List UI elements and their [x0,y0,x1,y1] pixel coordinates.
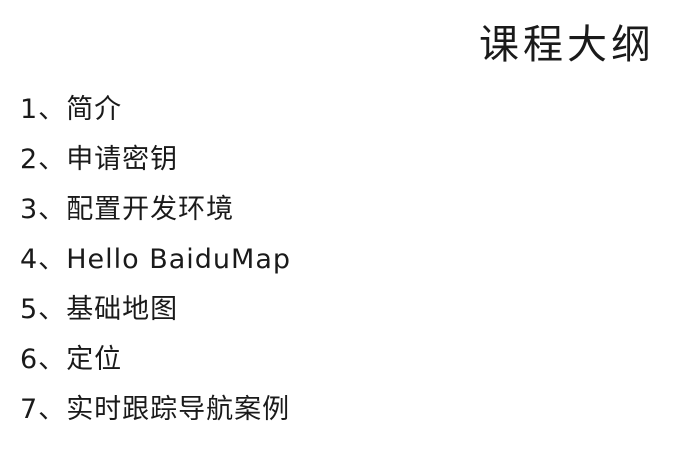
course-outline-list: 1、简介 2、申请密钥 3、配置开发环境 4、Hello BaiduMap 5、… [20,88,291,438]
outline-item-text: 申请密钥 [66,144,179,175]
outline-item-1: 1、简介 [20,88,291,138]
outline-item-6: 6、定位 [20,338,291,388]
outline-item-number: 4、 [20,244,67,275]
outline-item-number: 3、 [20,194,67,225]
slide-title: 课程大纲 [479,22,655,68]
outline-item-text: 实时跟踪导航案例 [66,394,291,425]
outline-item-number: 1、 [20,94,67,125]
outline-item-4: 4、Hello BaiduMap [20,238,291,288]
outline-item-number: 7、 [20,394,67,425]
outline-item-number: 6、 [20,344,67,375]
outline-item-7: 7、实时跟踪导航案例 [20,388,291,438]
outline-item-2: 2、申请密钥 [20,138,291,188]
outline-item-number: 2、 [20,144,67,175]
outline-item-3: 3、配置开发环境 [20,188,291,238]
outline-item-text: 定位 [66,344,123,375]
outline-item-text: Hello BaiduMap [66,244,292,275]
outline-item-text: 配置开发环境 [66,194,235,225]
outline-item-text: 基础地图 [66,294,179,325]
outline-item-text: 简介 [66,94,123,125]
outline-item-5: 5、基础地图 [20,288,291,338]
outline-item-number: 5、 [20,294,67,325]
